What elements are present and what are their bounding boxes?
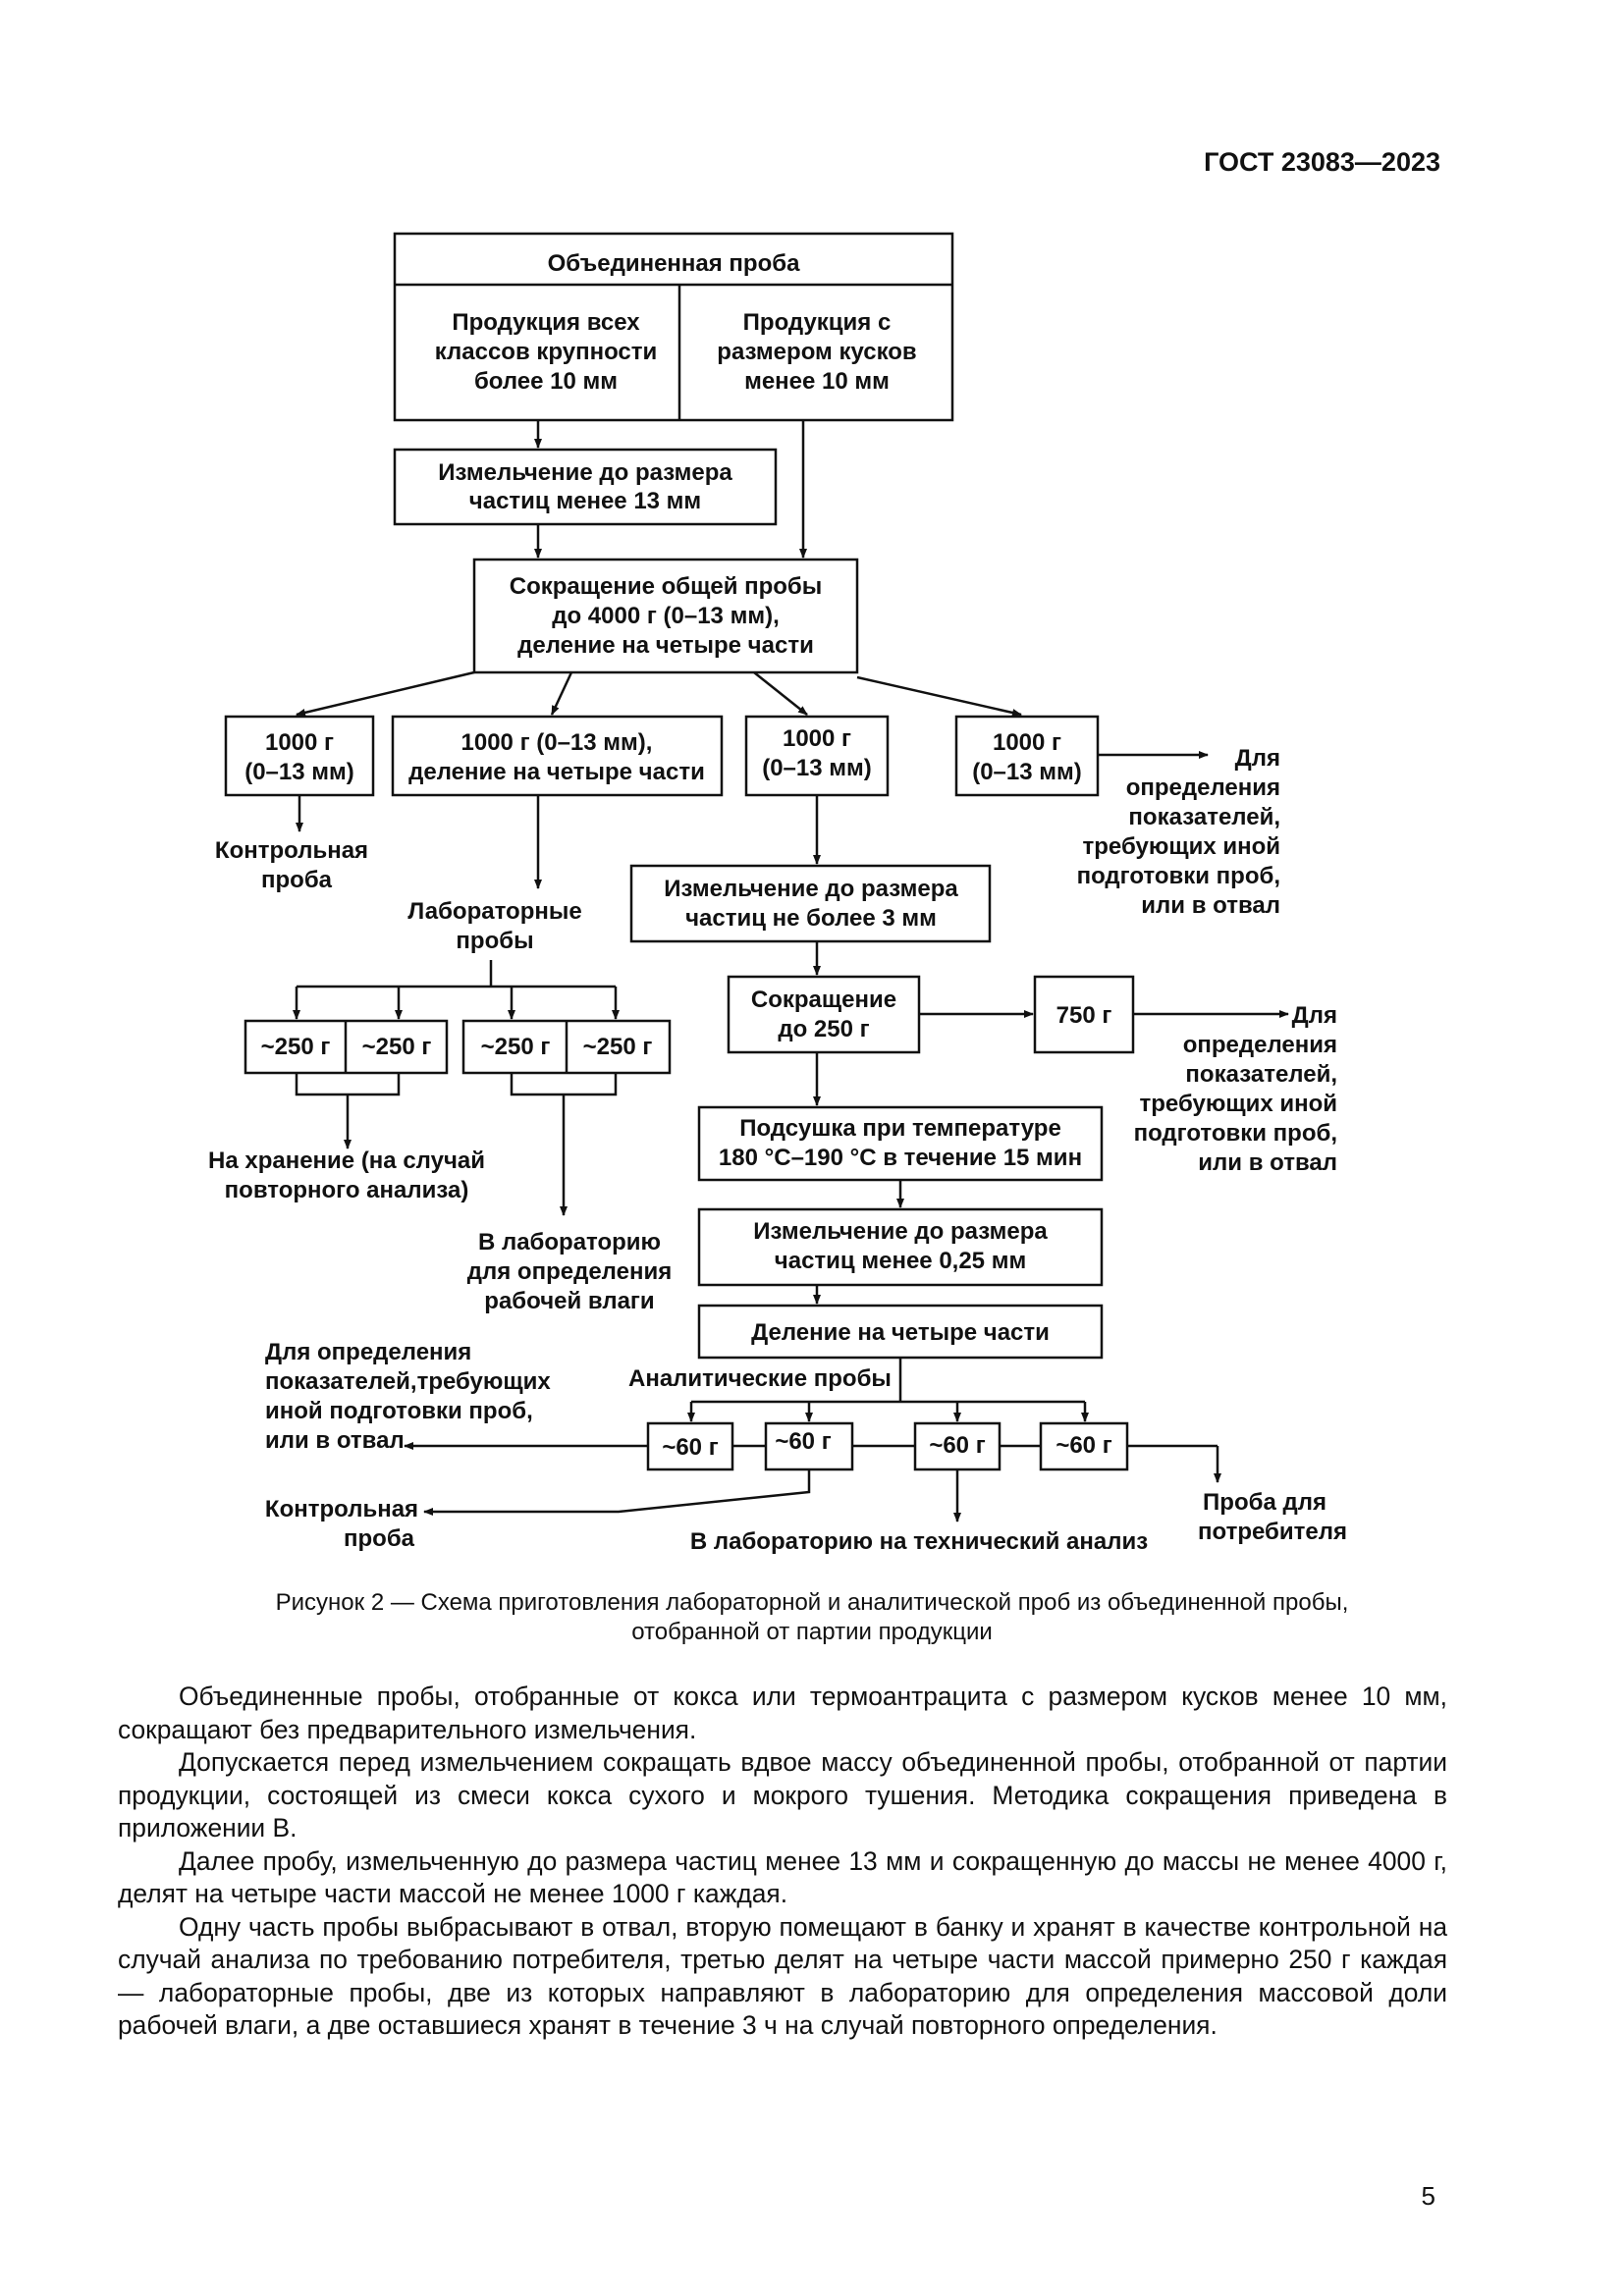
analytic-60g-1-label: ~60 г [662,1434,718,1461]
reduce-4000g-box [472,558,859,674]
other-prep-left-3: иной подготовки проб, [265,1398,533,1424]
to-lab-tech-label: В лабораторию на технический анализ [690,1528,1148,1555]
crush025-line1: Измельчение до размера [753,1218,1048,1245]
storage-line2: повторного анализа) [225,1177,469,1203]
body-text: Объединенные пробы, отобранные от кокса … [118,1681,1447,2043]
crush025-line2: частиц менее 0,25 мм [775,1248,1026,1274]
document-header: ГОСТ 23083—2023 [1204,147,1440,177]
box-750g-label: 750 г [1056,1002,1112,1029]
other-prep-right-4: требующих иной [1083,833,1280,860]
to-lab-moisture-2: для определения [467,1258,672,1285]
other-prep-right2-6: или в отвал [1198,1149,1337,1176]
sample-preparation-flowchart: Объединенная проба Продукция всех классо… [208,232,1347,1555]
reduce4000-line3: деление на четыре части [517,632,814,659]
part-1000g-lab [391,715,724,797]
part1-line1: 1000 г [265,729,334,756]
storage-line1: На хранение (на случай [208,1148,485,1174]
page-number: 5 [1421,2181,1435,2211]
prod-small-line1: Продукция с [743,309,892,336]
prod-small-line2: размером кусков [717,339,916,365]
other-prep-right-6: или в отвал [1141,892,1280,919]
to-lab-moisture-1: В лабораторию [478,1229,661,1255]
crush3-line2: частиц не более 3 мм [685,905,937,932]
other-prep-right-5: подготовки проб, [1077,863,1280,889]
combined-sample-box [393,232,954,422]
part3-line1: 1000 г [783,725,851,752]
analytic-60g-2-label: ~60 г [775,1428,831,1455]
other-prep-right2-5: подготовки проб, [1134,1120,1337,1147]
figure-caption: Рисунок 2 — Схема приготовления лаборато… [177,1588,1447,1647]
other-prep-left-2: показателей,требующих [265,1368,551,1395]
lab-250g-3: ~250 г [481,1034,551,1060]
divide4-label: Деление на четыре части [751,1319,1050,1346]
analytical-label: Аналитические пробы [628,1365,892,1392]
crush-3mm-box [629,864,992,943]
control-bottom-line1: Контрольная [265,1496,418,1522]
for-consumer-line2: потребителя [1198,1519,1347,1545]
other-prep-right-3: показателей, [1128,804,1280,830]
caption-line1: Рисунок 2 — Схема приготовления лаборато… [275,1589,1349,1616]
prod-all-line1: Продукция всех [452,309,640,336]
paragraph-1: Объединенные пробы, отобранные от кокса … [118,1682,1447,1744]
to-lab-moisture-3: рабочей влаги [484,1288,654,1314]
control-top-line2: проба [261,867,333,893]
prod-all-line3: более 10 мм [474,368,618,395]
part2-line1: 1000 г (0–13 мм), [461,729,653,756]
other-prep-right-2: определения [1126,774,1280,801]
reduce250-line1: Сокращение [751,987,896,1013]
for-consumer-line1: Проба для [1203,1489,1326,1516]
other-prep-left-1: Для определения [265,1339,471,1365]
drying-line1: Подсушка при температуре [739,1115,1061,1142]
other-prep-right-1: Для [1235,745,1280,772]
lab-250g-4: ~250 г [583,1034,653,1060]
other-prep-right2-4: требующих иной [1140,1091,1337,1117]
part1-line2: (0–13 мм) [244,759,354,785]
paragraph-3: Далее пробу, измельченную до размера час… [118,1845,1447,1909]
other-prep-left-4: или в отвал [265,1427,405,1454]
drying-line2: 180 °С–190 °С в течение 15 мин [719,1145,1082,1171]
crush3-line1: Измельчение до размера [664,876,958,902]
reduce4000-line2: до 4000 г (0–13 мм), [552,603,780,629]
other-prep-right2-3: показателей, [1185,1061,1337,1088]
lab-250g-2: ~250 г [362,1034,432,1060]
other-prep-right2-1: Для [1292,1002,1337,1029]
analytic-60g-3-label: ~60 г [929,1432,985,1459]
part3-line2: (0–13 мм) [762,755,872,781]
reduce4000-line1: Сокращение общей пробы [510,573,823,600]
lab-250g-1: ~250 г [261,1034,331,1060]
paragraph-2: Допускается перед измельчением сокращать… [118,1747,1447,1842]
combined-sample-title: Объединенная проба [548,250,801,277]
prod-all-line2: классов крупности [435,339,658,365]
other-prep-right2-2: определения [1183,1032,1337,1058]
lab-samples-line2: пробы [456,928,533,954]
part2-line2: деление на четыре части [408,759,705,785]
part4-line1: 1000 г [993,729,1061,756]
analytic-60g-4-label: ~60 г [1056,1432,1111,1459]
prod-small-line3: менее 10 мм [744,368,890,395]
crush13-line2: частиц менее 13 мм [469,488,701,514]
crush-025mm-box [697,1207,1104,1287]
control-top-line1: Контрольная [215,837,368,864]
reduce250-line2: до 250 г [778,1016,869,1042]
part4-line2: (0–13 мм) [972,759,1082,785]
crush13-line1: Измельчение до размера [438,459,732,486]
crush-13mm-box [393,448,778,526]
lab-samples-line1: Лабораторные [407,898,581,925]
paragraph-4: Одну часть пробы выбрасывают в отвал, вт… [118,1911,1447,2041]
control-bottom-line2: проба [344,1525,415,1552]
caption-line2: отобранной от партии продукции [631,1619,993,1645]
